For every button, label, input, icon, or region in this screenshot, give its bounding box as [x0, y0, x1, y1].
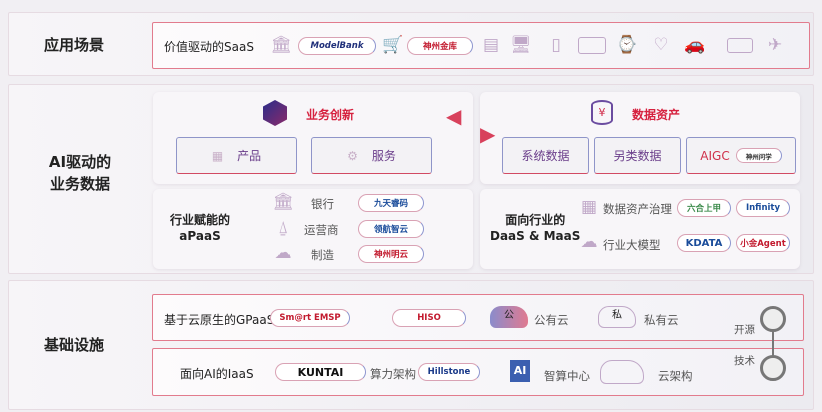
linghang-logo: 领航智云	[358, 220, 424, 238]
ai-brain-icon: ☁	[580, 232, 598, 252]
xiaojin-agent-logo: 小金Agent	[736, 234, 790, 252]
daas-line2: DaaS & MaaS	[490, 229, 581, 243]
jiutian-logo: 九天睿码	[358, 194, 424, 212]
cloud-arch-label: 云架构	[658, 369, 693, 383]
shenzhou-jinku-logo: 神州金库	[407, 37, 473, 55]
database-yuan-icon: ¥	[591, 100, 613, 125]
modelbank-logo: ModelBank	[298, 37, 376, 55]
product-card[interactable]: ▦ 产品	[176, 137, 297, 174]
gears-icon: ⚙	[347, 148, 358, 163]
assets-title: 数据资产	[632, 108, 681, 122]
label-line1: AI驱动的	[48, 153, 112, 171]
innovation-title: 业务创新	[306, 108, 355, 122]
hillstone-logo: Hillstone	[418, 363, 480, 381]
monitor-chart-icon: 🖥	[510, 35, 532, 55]
daas-title: 面向行业的 DaaS & MaaS	[490, 212, 580, 244]
cart-icon: 🛒	[382, 35, 404, 55]
shenzhou-mingyun-logo: 神州明云	[358, 245, 424, 263]
system-data-label: 系统数据	[521, 149, 570, 163]
open-source-icon	[760, 306, 786, 332]
compute-center-label: 智算中心	[544, 369, 590, 383]
public-cloud-label: 公有云	[534, 313, 569, 327]
infinity-logo: Infinity	[736, 199, 790, 217]
cloud-arch-icon	[600, 360, 644, 384]
video-camera-icon	[727, 38, 753, 53]
tech-icon	[760, 355, 786, 381]
heart-rate-icon: ♡	[653, 35, 669, 55]
aigc-card[interactable]: AIGC 神州问学	[686, 137, 796, 174]
apaas-line1: 行业赋能的	[170, 213, 231, 227]
app-scenario-label: 应用场景	[44, 36, 105, 54]
service-card[interactable]: ⚙ 服务	[311, 137, 432, 174]
product-label: 产品	[237, 149, 262, 163]
apaas-title: 行业赋能的 aPaaS	[170, 212, 230, 244]
kuntai-logo: KUNTAI	[275, 363, 366, 381]
open-source-label: 开源	[734, 324, 755, 336]
brain-icon: ☁	[274, 243, 292, 263]
ai-chip-icon: AI	[510, 360, 530, 382]
manufacturing-label: 制造	[311, 248, 334, 262]
saas-title: 价值驱动的SaaS	[164, 40, 254, 54]
data-blocks-icon: ▦	[580, 197, 598, 217]
watch-icon: ⌚	[616, 35, 638, 55]
tech-label: 技术	[734, 355, 755, 367]
system-data-card[interactable]: 系统数据	[502, 137, 589, 174]
data-governance-label: 数据资产治理	[603, 202, 672, 216]
industry-model-label: 行业大模型	[603, 238, 661, 252]
car-icon: 🚗	[684, 35, 706, 55]
saas-box	[152, 22, 810, 69]
kdata-logo: KDATA	[677, 234, 731, 252]
tablet-icon	[578, 37, 606, 54]
compute-arch-label: 算力架构	[370, 367, 416, 381]
daas-line1: 面向行业的	[505, 213, 566, 227]
bank-label: 银行	[311, 197, 334, 211]
airplane-icon: ✈	[767, 35, 783, 55]
phone-icon: ▯	[551, 35, 561, 55]
gpaas-box	[152, 294, 804, 341]
cube-icon	[263, 100, 287, 126]
data-report-icon: ▤	[482, 35, 500, 55]
smart-emsp-logo: Sm@rt EMSP	[270, 309, 350, 327]
aigc-label: AIGC	[700, 148, 730, 163]
liuhe-logo: 六合上甲	[677, 199, 731, 217]
gpaas-title: 基于云原生的GPaaS	[164, 313, 275, 327]
carrier-label: 运营商	[304, 223, 339, 237]
private-cloud-label: 私有云	[644, 313, 679, 327]
left-arrow-icon: ◀	[446, 104, 462, 128]
antenna-icon: ⍙	[277, 218, 289, 238]
service-label: 服务	[371, 149, 396, 163]
apaas-line2: aPaaS	[179, 229, 221, 243]
label-line2: 业务数据	[49, 175, 110, 193]
connector-line	[772, 330, 774, 364]
alt-data-card[interactable]: 另类数据	[594, 137, 681, 174]
alt-data-label: 另类数据	[613, 149, 662, 163]
ai-business-label: AI驱动的业务数据	[30, 151, 130, 195]
bank-icon: 🏛	[270, 35, 292, 55]
product-icon: ▦	[211, 148, 224, 163]
shenzhou-wenxue-logo: 神州问学	[735, 148, 782, 163]
public-cloud-icon: 公	[490, 306, 528, 328]
right-arrow-icon: ▶	[480, 122, 496, 146]
iaas-title: 面向AI的IaaS	[180, 367, 254, 381]
private-cloud-icon: 私	[598, 306, 636, 328]
infrastructure-label: 基础设施	[44, 336, 105, 354]
hiso-logo: HISO	[392, 309, 466, 327]
bank-icon: 🏛	[272, 192, 294, 212]
